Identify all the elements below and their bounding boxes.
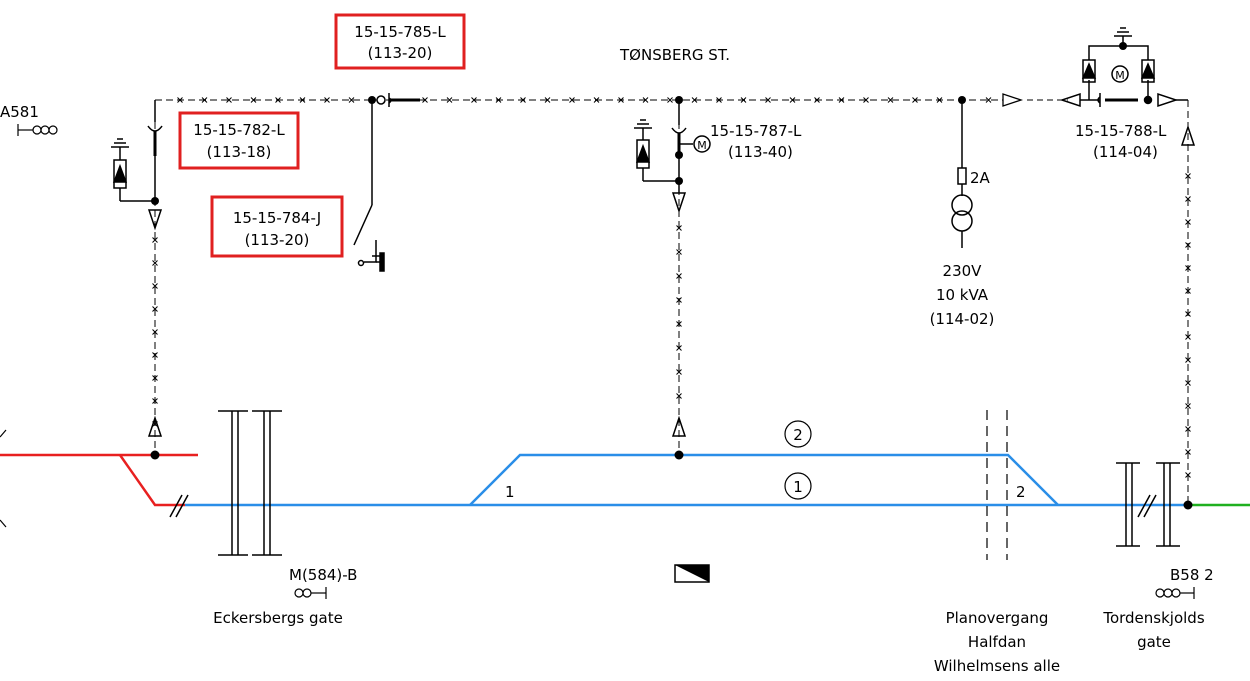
label-b58: B58 2 bbox=[1170, 566, 1214, 584]
svg-text:M: M bbox=[1115, 69, 1125, 82]
box-785-ref: (113-20) bbox=[368, 44, 433, 62]
insulated-joint-right-a bbox=[1137, 494, 1151, 518]
label-fuse: 2A bbox=[970, 169, 991, 187]
highlight-box-782 bbox=[178, 111, 300, 170]
track-2-circle bbox=[784, 420, 812, 448]
box-782-ref: (113-18) bbox=[207, 143, 272, 161]
label-787-ref: (113-40) bbox=[728, 143, 793, 161]
disconnector-787-icon: M bbox=[634, 100, 711, 437]
insulated-joint-left-a bbox=[169, 494, 183, 518]
label-trafo-ref: (114-02) bbox=[930, 310, 995, 328]
label-trafo-power: 10 kVA bbox=[936, 286, 989, 304]
insulated-joint-left-b bbox=[175, 494, 189, 518]
label-788-ref: (114-04) bbox=[1093, 143, 1158, 161]
box-785-code: 15-15-785-L bbox=[354, 23, 446, 41]
label-planovergang-3: Wilhelmsens alle bbox=[934, 657, 1060, 675]
signal-m584-icon bbox=[294, 587, 327, 599]
disconnector-782-icon bbox=[111, 100, 163, 437]
earthing-switch-784-icon bbox=[353, 100, 385, 272]
bridge-eckersbergs bbox=[218, 410, 282, 556]
label-788-code: 15-15-788-L bbox=[1075, 122, 1167, 140]
label-787-code: 15-15-787-L bbox=[710, 122, 802, 140]
label-planovergang-2: Halfdan bbox=[968, 633, 1026, 651]
label-m584: M(584)-B bbox=[289, 566, 357, 584]
highlight-box-785 bbox=[334, 13, 466, 70]
label-trafo-voltage: 230V bbox=[943, 262, 983, 280]
disconnector-785-icon bbox=[376, 93, 420, 107]
box-784-code: 15-15-784-J bbox=[233, 209, 321, 227]
transformer-icon bbox=[951, 100, 973, 248]
catenary-x-marks bbox=[152, 97, 1191, 478]
bridge-tordenskjolds bbox=[1116, 462, 1180, 547]
label-eckersbergs: Eckersbergs gate bbox=[213, 609, 343, 627]
switch-2-label: 2 bbox=[1016, 483, 1026, 501]
signal-a581-icon bbox=[17, 124, 58, 136]
label-tordenskjolds-2: gate bbox=[1137, 633, 1171, 651]
label-a581: A581 bbox=[0, 103, 39, 121]
signal-b58-icon bbox=[1155, 587, 1195, 599]
track-2-number: 2 bbox=[793, 426, 803, 444]
station-title: TØNSBERG ST. bbox=[619, 46, 730, 64]
red-track-stub-b bbox=[0, 519, 7, 528]
red-track-stub-a bbox=[0, 429, 7, 438]
catenary-arrow-right-1 bbox=[1002, 93, 1024, 107]
insulated-joint-right-b bbox=[1143, 494, 1157, 518]
label-tordenskjolds-1: Tordenskjolds bbox=[1102, 609, 1204, 627]
junction-dots bbox=[150, 42, 1193, 510]
box-784-ref: (113-20) bbox=[245, 231, 310, 249]
tracks bbox=[0, 429, 1250, 528]
highlight-box-784 bbox=[210, 195, 344, 258]
direction-marker-icon bbox=[674, 564, 710, 583]
red-track-branch bbox=[118, 454, 185, 507]
track-1-number: 1 bbox=[793, 478, 803, 496]
box-782-code: 15-15-782-L bbox=[193, 121, 285, 139]
svg-text:M: M bbox=[697, 139, 707, 152]
switch-1-label: 1 bbox=[505, 483, 515, 501]
label-planovergang-1: Planovergang bbox=[946, 609, 1049, 627]
catenary-wires bbox=[154, 99, 1189, 505]
main-track-2 bbox=[469, 453, 1059, 506]
track-1-circle bbox=[784, 472, 812, 500]
disconnector-788-icon: M bbox=[1059, 27, 1196, 146]
